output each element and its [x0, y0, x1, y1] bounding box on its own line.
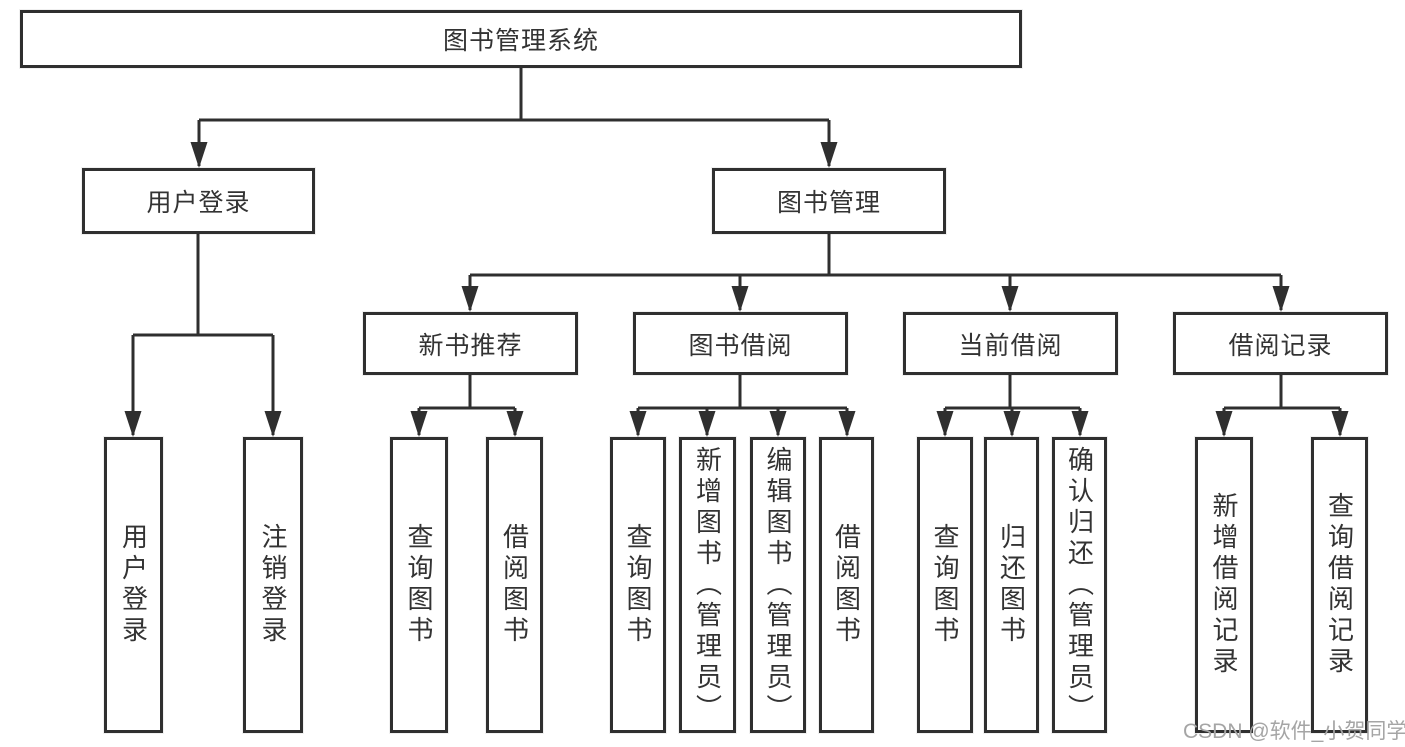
node-borrow-record: 借阅记录 [1173, 312, 1388, 375]
node-current-borrow: 当前借阅 [903, 312, 1118, 375]
node-leaf-borrow-book: 借阅图书 [819, 437, 874, 733]
node-leaf-query-book-recommend: 查询图书 [390, 437, 448, 733]
node-leaf-confirm-return-admin: 确认归还（管理员） [1052, 437, 1107, 733]
node-new-book-recommend: 新书推荐 [363, 312, 578, 375]
node-leaf-user-login: 用户登录 [104, 437, 163, 733]
node-leaf-edit-book-admin: 编辑图书（管理员） [750, 437, 806, 733]
arrowhead-icons [124, 142, 1349, 437]
node-leaf-query-book-borrow: 查询图书 [610, 437, 666, 733]
node-leaf-query-borrow-record: 查询借阅记录 [1311, 437, 1368, 733]
node-leaf-borrow-book-recommend: 借阅图书 [486, 437, 543, 733]
connector-lines [131, 68, 1342, 435]
csdn-watermark: CSDN @软件_小贺同学 [1183, 720, 1405, 743]
node-library-management-system: 图书管理系统 [20, 10, 1022, 68]
node-leaf-query-book-current: 查询图书 [917, 437, 973, 733]
node-leaf-return-book: 归还图书 [984, 437, 1039, 733]
node-leaf-logout: 注销登录 [243, 437, 303, 733]
node-leaf-add-borrow-record: 新增借阅记录 [1195, 437, 1253, 733]
node-user-login: 用户登录 [82, 168, 315, 234]
node-leaf-add-book-admin: 新增图书（管理员） [679, 437, 736, 733]
node-book-borrow: 图书借阅 [633, 312, 848, 375]
node-book-management: 图书管理 [712, 168, 946, 234]
